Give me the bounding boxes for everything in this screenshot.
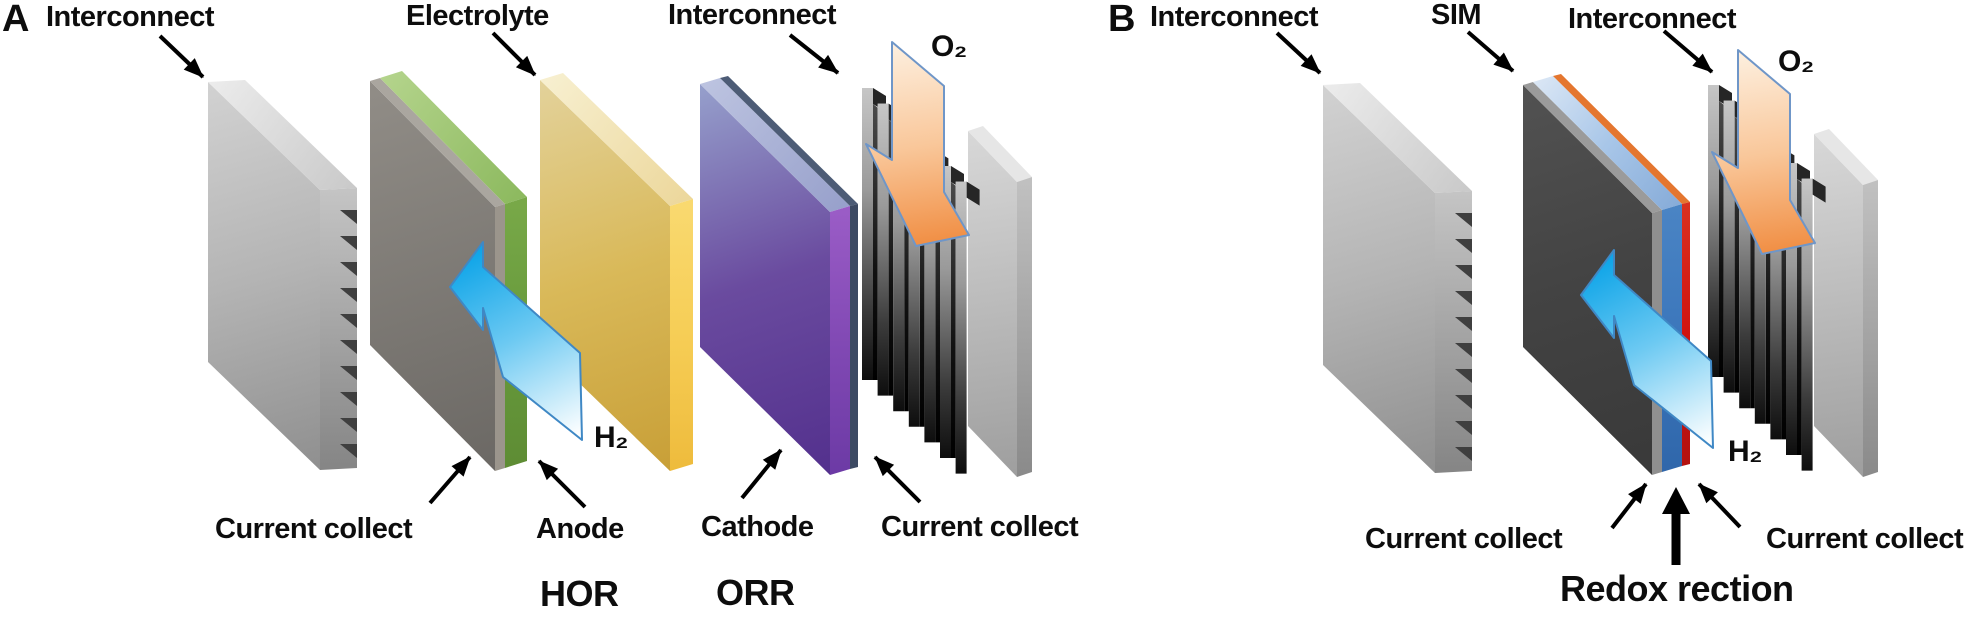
panel-b-arrow-interconnect-left [1275,31,1322,75]
panel-a-arrow-current-collect-left [428,455,472,505]
panel-a-arrow-electrolyte [491,31,537,77]
panel-a-current-collector-anode [370,71,527,471]
panel-b-label-interconnect-right: Interconnect [1568,3,1737,35]
panel-b-label-o2: O₂ [1778,45,1814,78]
panel-a-o2-arrow [865,41,970,247]
panel-b-label-sim: SIM [1431,0,1482,31]
panel-b-label-current-collect-left: Current collect [1365,523,1563,555]
panel-a-arrow-interconnect-left [158,34,205,79]
panel-b-interconnect-left [1323,83,1472,473]
panel-a-arrow-current-collect-right [873,455,922,504]
panel-a-cathode [700,76,858,475]
panel-b-arrow-current-collect-right [1697,482,1742,529]
panel-a-letter: A [2,0,29,40]
panel-b-arrow-current-collect-left [1610,482,1648,530]
panel-a-interconnect-right [968,126,1032,477]
panel-a-label-electrolyte: Electrolyte [406,0,549,32]
panel-a-arrow-anode [537,459,587,509]
panel-b-o2-arrow [1711,49,1816,255]
panel-a-label-current-collect-right: Current collect [881,511,1079,543]
panel-a-h2-arrow [449,241,583,441]
panel-b-arrow-redox-reaction [1662,487,1690,565]
panel-a-arrow-interconnect-right [788,33,840,75]
panel-b-label-redox-reaction: Redox rection [1560,568,1794,609]
panel-b-letter: B [1108,0,1135,40]
panel-a-label-h2: H₂ [594,421,629,454]
panel-a-label-cathode: Cathode [701,511,814,543]
panel-a-interconnect-left [208,80,357,470]
panel-a-label-hor: HOR [540,573,619,614]
panel-b-h2-arrow [1580,249,1714,449]
panel-a-label-o2: O₂ [931,30,967,63]
panel-a-label-orr: ORR [716,572,795,613]
panel-a-label-anode: Anode [536,513,624,545]
panel-b-arrow-interconnect-right [1662,29,1714,74]
panel-b-label-h2: H₂ [1728,435,1763,468]
panel-b-interconnect-right [1814,129,1878,477]
panel-b-label-current-collect-right: Current collect [1766,523,1964,555]
panel-a-label-interconnect-left: Interconnect [46,1,215,33]
panel-a-label-interconnect-right: Interconnect [668,0,837,31]
panel-b-label-interconnect-left: Interconnect [1150,1,1319,33]
panel-a-label-current-collect-left: Current collect [215,513,413,545]
panel-b-arrow-sim [1466,30,1515,73]
panel-a-arrow-cathode [740,448,783,500]
